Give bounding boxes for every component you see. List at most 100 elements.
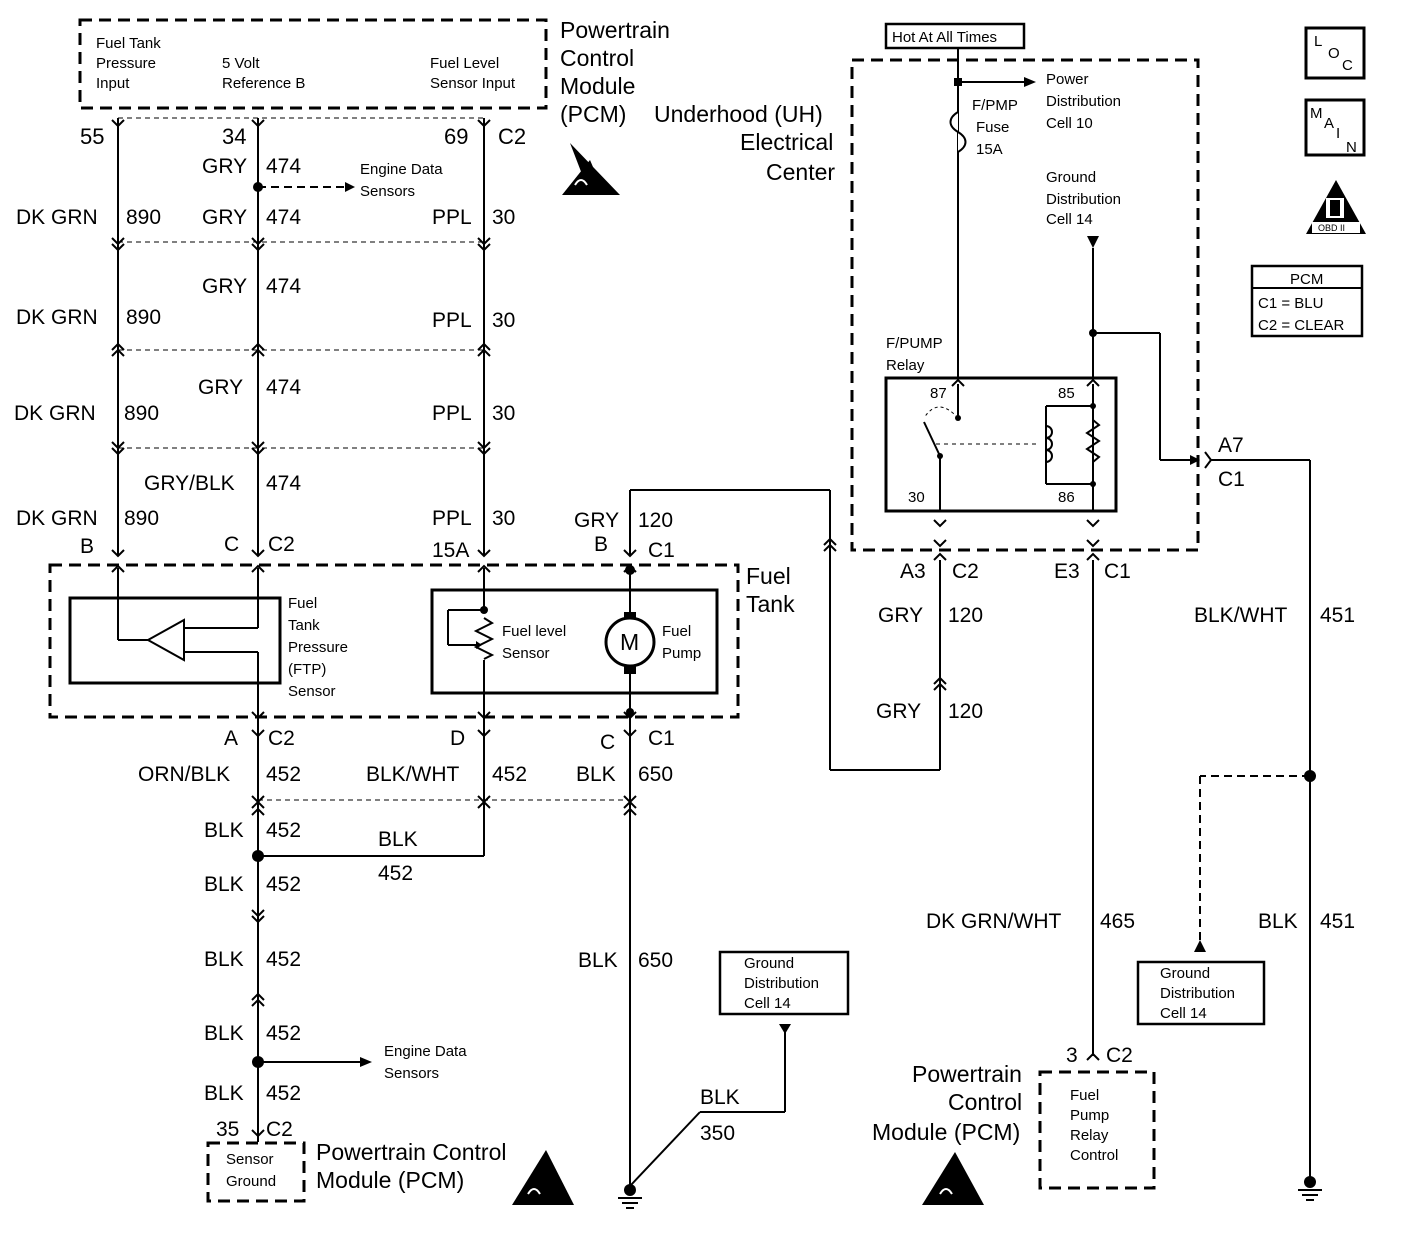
wire-color: PPL [432, 402, 472, 425]
pcm-legend-item: C1 = BLU [1258, 295, 1323, 312]
resistor-icon [473, 617, 495, 660]
wire-color: BLK [578, 949, 618, 972]
wire-color: BLK [576, 763, 616, 786]
engine-data-label: Sensors [384, 1065, 439, 1082]
wire-circuit: 452 [266, 819, 301, 842]
relay-pin: 86 [1058, 489, 1075, 506]
relay-pin: 87 [930, 385, 947, 402]
pcm-legend-item: C2 = CLEAR [1258, 317, 1344, 334]
esd-warning-icon [512, 1150, 574, 1205]
wire-color: BLK [204, 873, 244, 896]
wire-circuit: 452 [266, 873, 301, 896]
relay-label: Relay [886, 357, 925, 374]
esd-warning-icon [562, 143, 620, 195]
pin-number: 3 [1066, 1044, 1078, 1067]
ftp-sensor-box [68, 596, 282, 685]
relay-ctrl-label: Relay [1070, 1127, 1109, 1144]
wire-color: BLK [378, 828, 418, 851]
wire-circuit: 120 [638, 509, 673, 532]
uh-center-box [850, 58, 1200, 552]
wire-color: BLK/WHT [1194, 604, 1288, 627]
wire-color: DK GRN [16, 306, 98, 329]
wire-circuit: 474 [266, 155, 301, 178]
loc-letter: C [1342, 57, 1353, 74]
sensor-ground-label: Sensor [226, 1151, 274, 1168]
wire-circuit: 452 [266, 948, 301, 971]
ground-dist-label: Distribution [1046, 191, 1121, 208]
relay-ctrl-label: Fuel [1070, 1087, 1099, 1104]
loc-letter: L [1314, 33, 1322, 50]
main-letter: M [1310, 105, 1323, 122]
ground-dist-box [718, 950, 850, 1016]
pin-letter: A [224, 727, 238, 750]
wire-circuit: 120 [948, 700, 983, 723]
wire-color: ORN/BLK [138, 763, 230, 786]
hot-label: Hot At All Times [892, 29, 997, 46]
connector-id: C1 [648, 727, 675, 750]
wire-color: PPL [432, 507, 472, 530]
main-icon [1304, 98, 1366, 157]
wire-circuit: 451 [1320, 910, 1355, 933]
fuse-label: Fuse [976, 119, 1009, 136]
connector-id: C2 [266, 1118, 293, 1141]
wire-color: GRY [876, 700, 921, 723]
ftp-label: Fuel [288, 595, 317, 612]
wire-color: GRY/BLK [144, 472, 235, 495]
level-label: Fuel level [502, 623, 566, 640]
relay-ctrl-label: Control [1070, 1147, 1118, 1164]
pcm-relay-control-box [1038, 1070, 1156, 1190]
ground-dist-label: Distribution [744, 975, 819, 992]
level-label: Sensor [502, 645, 550, 662]
pcm-legend-title: PCM [1290, 271, 1323, 288]
wire-circuit: 474 [266, 376, 301, 399]
ftp-label: Pressure [288, 639, 348, 656]
pcm-pin-label: Input [96, 75, 130, 92]
pcm-title: Control [560, 45, 634, 71]
uh-title: Center [766, 159, 835, 185]
esd-warning-icon [922, 1152, 984, 1205]
engine-data-label: Engine Data [384, 1043, 467, 1060]
pin-letter: A3 [900, 560, 926, 583]
fuse-label: 15A [976, 141, 1003, 158]
wire-color: BLK/WHT [366, 763, 460, 786]
wire-color: BLK [700, 1086, 740, 1109]
pin-letter: A7 [1218, 434, 1244, 457]
obd-ii-icon: OBD II [1306, 180, 1366, 234]
wire-color: PPL [432, 309, 472, 332]
uh-title: Electrical [740, 129, 833, 155]
svg-text:OBD II: OBD II [1318, 223, 1345, 233]
connector-id: C2 [268, 727, 295, 750]
fuse-icon [949, 111, 967, 153]
wire-circuit: 474 [266, 275, 301, 298]
pin-letter: B [594, 533, 608, 556]
power-dist-label: Power [1046, 71, 1089, 88]
ground-dist-label: Ground [1160, 965, 1210, 982]
wire-circuit: 474 [266, 472, 301, 495]
motor-label: M [620, 629, 639, 655]
hot-at-all-times-box [884, 22, 1026, 50]
pin-letter: C [600, 731, 615, 754]
pcm-pin-label: Fuel Level [430, 55, 499, 72]
wire-circuit: 890 [126, 306, 161, 329]
sensor-ground-label: Ground [226, 1173, 276, 1190]
wire-circuit: 30 [492, 206, 515, 229]
pin-letter: C [224, 533, 239, 556]
loc-icon [1304, 26, 1366, 80]
wire-color: BLK [204, 1022, 244, 1045]
pcm-title: Module (PCM) [316, 1167, 464, 1193]
wire-color: DK GRN/WHT [926, 910, 1061, 933]
pin-letter: 15A [432, 539, 469, 562]
ground-dist-label: Distribution [1160, 985, 1235, 1002]
relay-pin: 30 [908, 489, 925, 506]
wire-color: BLK [204, 819, 244, 842]
ground-dist-label: Cell 14 [1160, 1005, 1207, 1022]
wire-color: GRY [202, 206, 247, 229]
pin-letter: B [80, 535, 94, 558]
fuel-tank-box [48, 563, 740, 719]
wire-circuit: 890 [126, 206, 161, 229]
wire-color: PPL [432, 206, 472, 229]
ftp-label: Tank [288, 617, 320, 634]
ground-dist-label: Ground [1046, 169, 1096, 186]
wire-color: BLK [204, 948, 244, 971]
wire-circuit: 452 [266, 1022, 301, 1045]
